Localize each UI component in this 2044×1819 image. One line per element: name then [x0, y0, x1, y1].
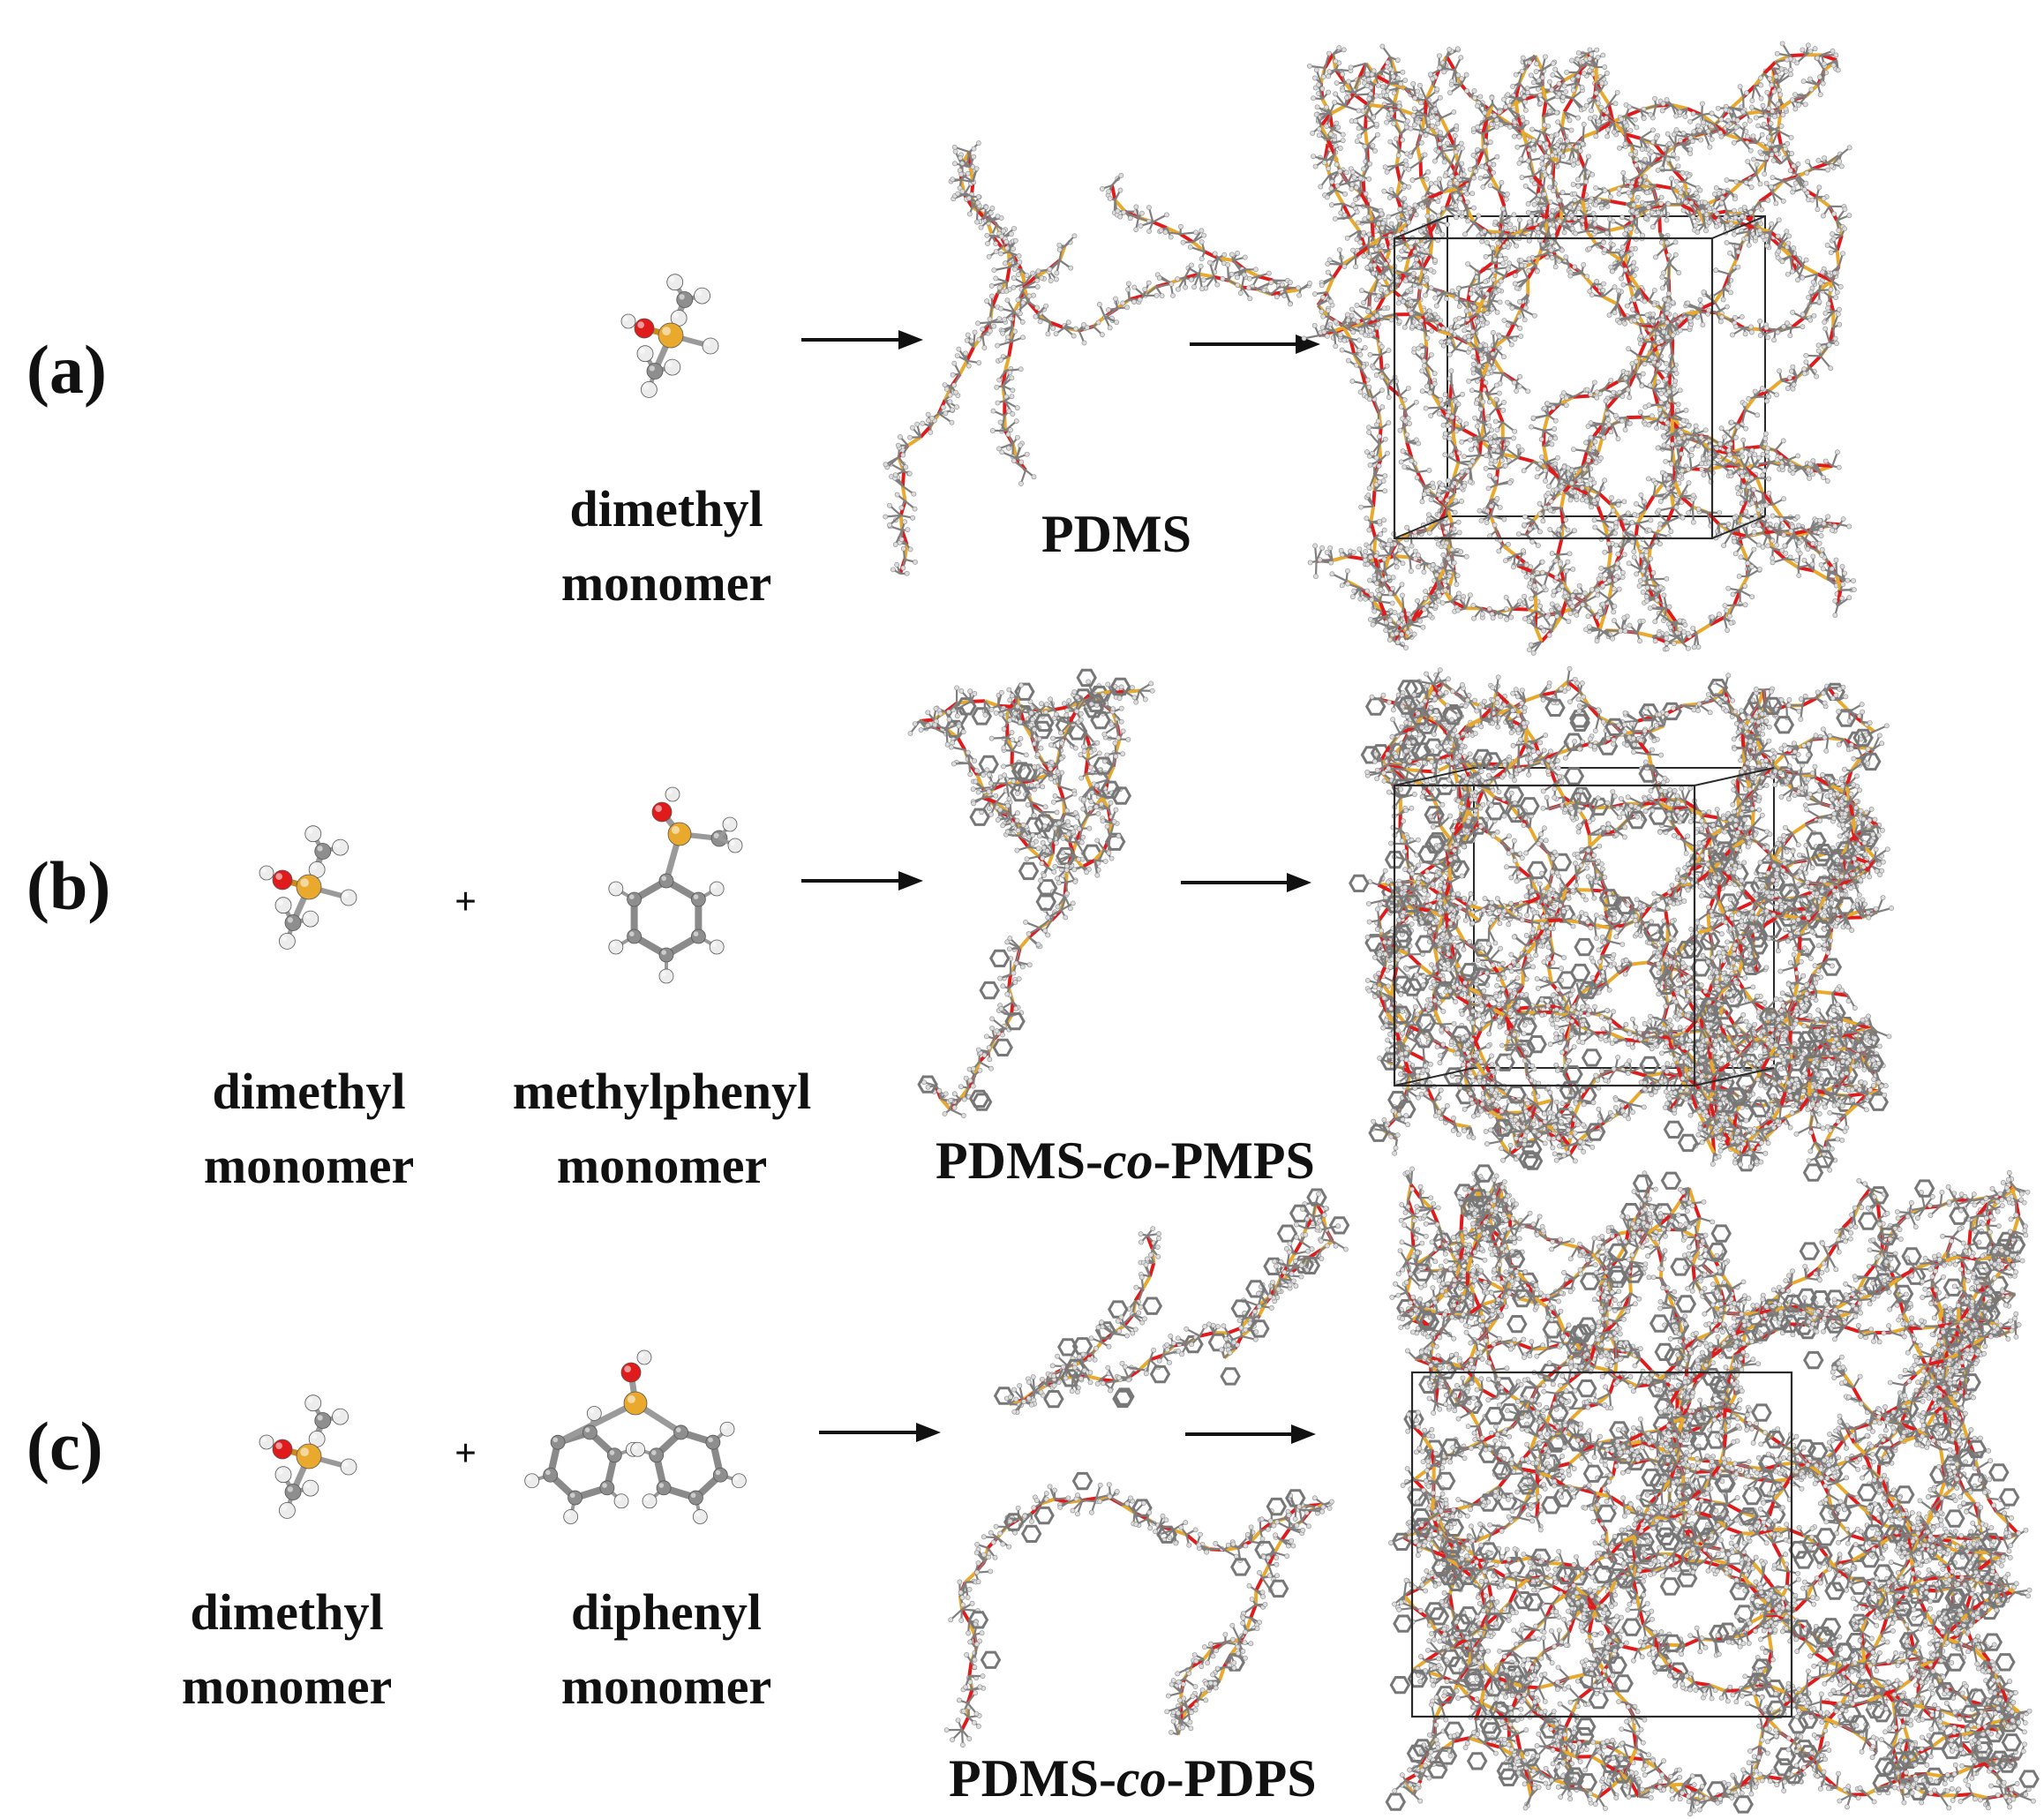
panel-label-a: (a) [26, 335, 107, 404]
monomer-name-c2: diphenyl [521, 1575, 812, 1650]
monomer-name-c1: dimethyl [141, 1575, 432, 1650]
monomer-word-c2: monomer [521, 1650, 812, 1724]
pdms-chain-icon [883, 140, 1312, 576]
amorphous-cell-icon [1301, 41, 1857, 656]
polymer-suffix-b: -PMPS [1154, 1131, 1315, 1190]
panel-label-b: (b) [26, 852, 110, 921]
methylphenyl-monomer-molecule-icon [608, 786, 743, 984]
polymer-co-b: co [1103, 1131, 1154, 1190]
polymer-prefix-c: PDMS- [949, 1749, 1116, 1808]
amorphous-cell-icon [1349, 665, 1895, 1182]
polymer-prefix-a: PDMS [1041, 505, 1191, 563]
polymer-co-c: co [1116, 1749, 1167, 1808]
polymer-label-b: PDMS-co-PMPS [936, 1134, 1315, 1187]
arrow-a1 [801, 330, 923, 350]
monomer-label-b1: dimethyl monomer [159, 1055, 459, 1203]
monomer-label-c2: diphenyl monomer [521, 1575, 812, 1724]
dimethyl-monomer-molecule-icon [259, 825, 357, 950]
diphenyl-monomer-molecule-icon [524, 1349, 747, 1524]
monomer-word-c1: monomer [141, 1650, 432, 1724]
monomer-label-a1: dimethyl monomer [521, 472, 812, 620]
polymer-label-c: PDMS-co-PDPS [949, 1752, 1317, 1805]
dimethyl-monomer-molecule-icon [620, 274, 719, 398]
pdms-co-pmps-chain-icon [907, 668, 1155, 1118]
monomer-label-b2: methylphenyl monomer [468, 1055, 856, 1203]
amorphous-cell-icon [1385, 1164, 2040, 1817]
plus-sign-c: + [455, 1434, 477, 1473]
arrow-c2 [1185, 1424, 1316, 1444]
polymer-suffix-c: -PDPS [1167, 1749, 1317, 1808]
monomer-word-b1: monomer [159, 1129, 459, 1203]
pdms-co-pdps-chain-icon [943, 1188, 1350, 1748]
arrow-b1 [801, 871, 923, 891]
polymer-prefix-b: PDMS- [936, 1131, 1103, 1190]
monomer-word-a1: monomer [521, 546, 812, 620]
monomer-name-a1: dimethyl [521, 472, 812, 546]
arrow-b2 [1181, 873, 1311, 892]
arrow-a2 [1190, 334, 1320, 354]
arrow-c1 [819, 1423, 941, 1442]
dimethyl-monomer-molecule-icon [259, 1394, 357, 1519]
monomer-word-b2: monomer [468, 1129, 856, 1203]
panel-label-c: (c) [26, 1412, 103, 1481]
polymer-label-a: PDMS [1041, 507, 1191, 560]
monomer-name-b1: dimethyl [159, 1055, 459, 1129]
monomer-name-b2: methylphenyl [468, 1055, 856, 1129]
plus-sign-b: + [455, 883, 477, 921]
monomer-label-c1: dimethyl monomer [141, 1575, 432, 1724]
